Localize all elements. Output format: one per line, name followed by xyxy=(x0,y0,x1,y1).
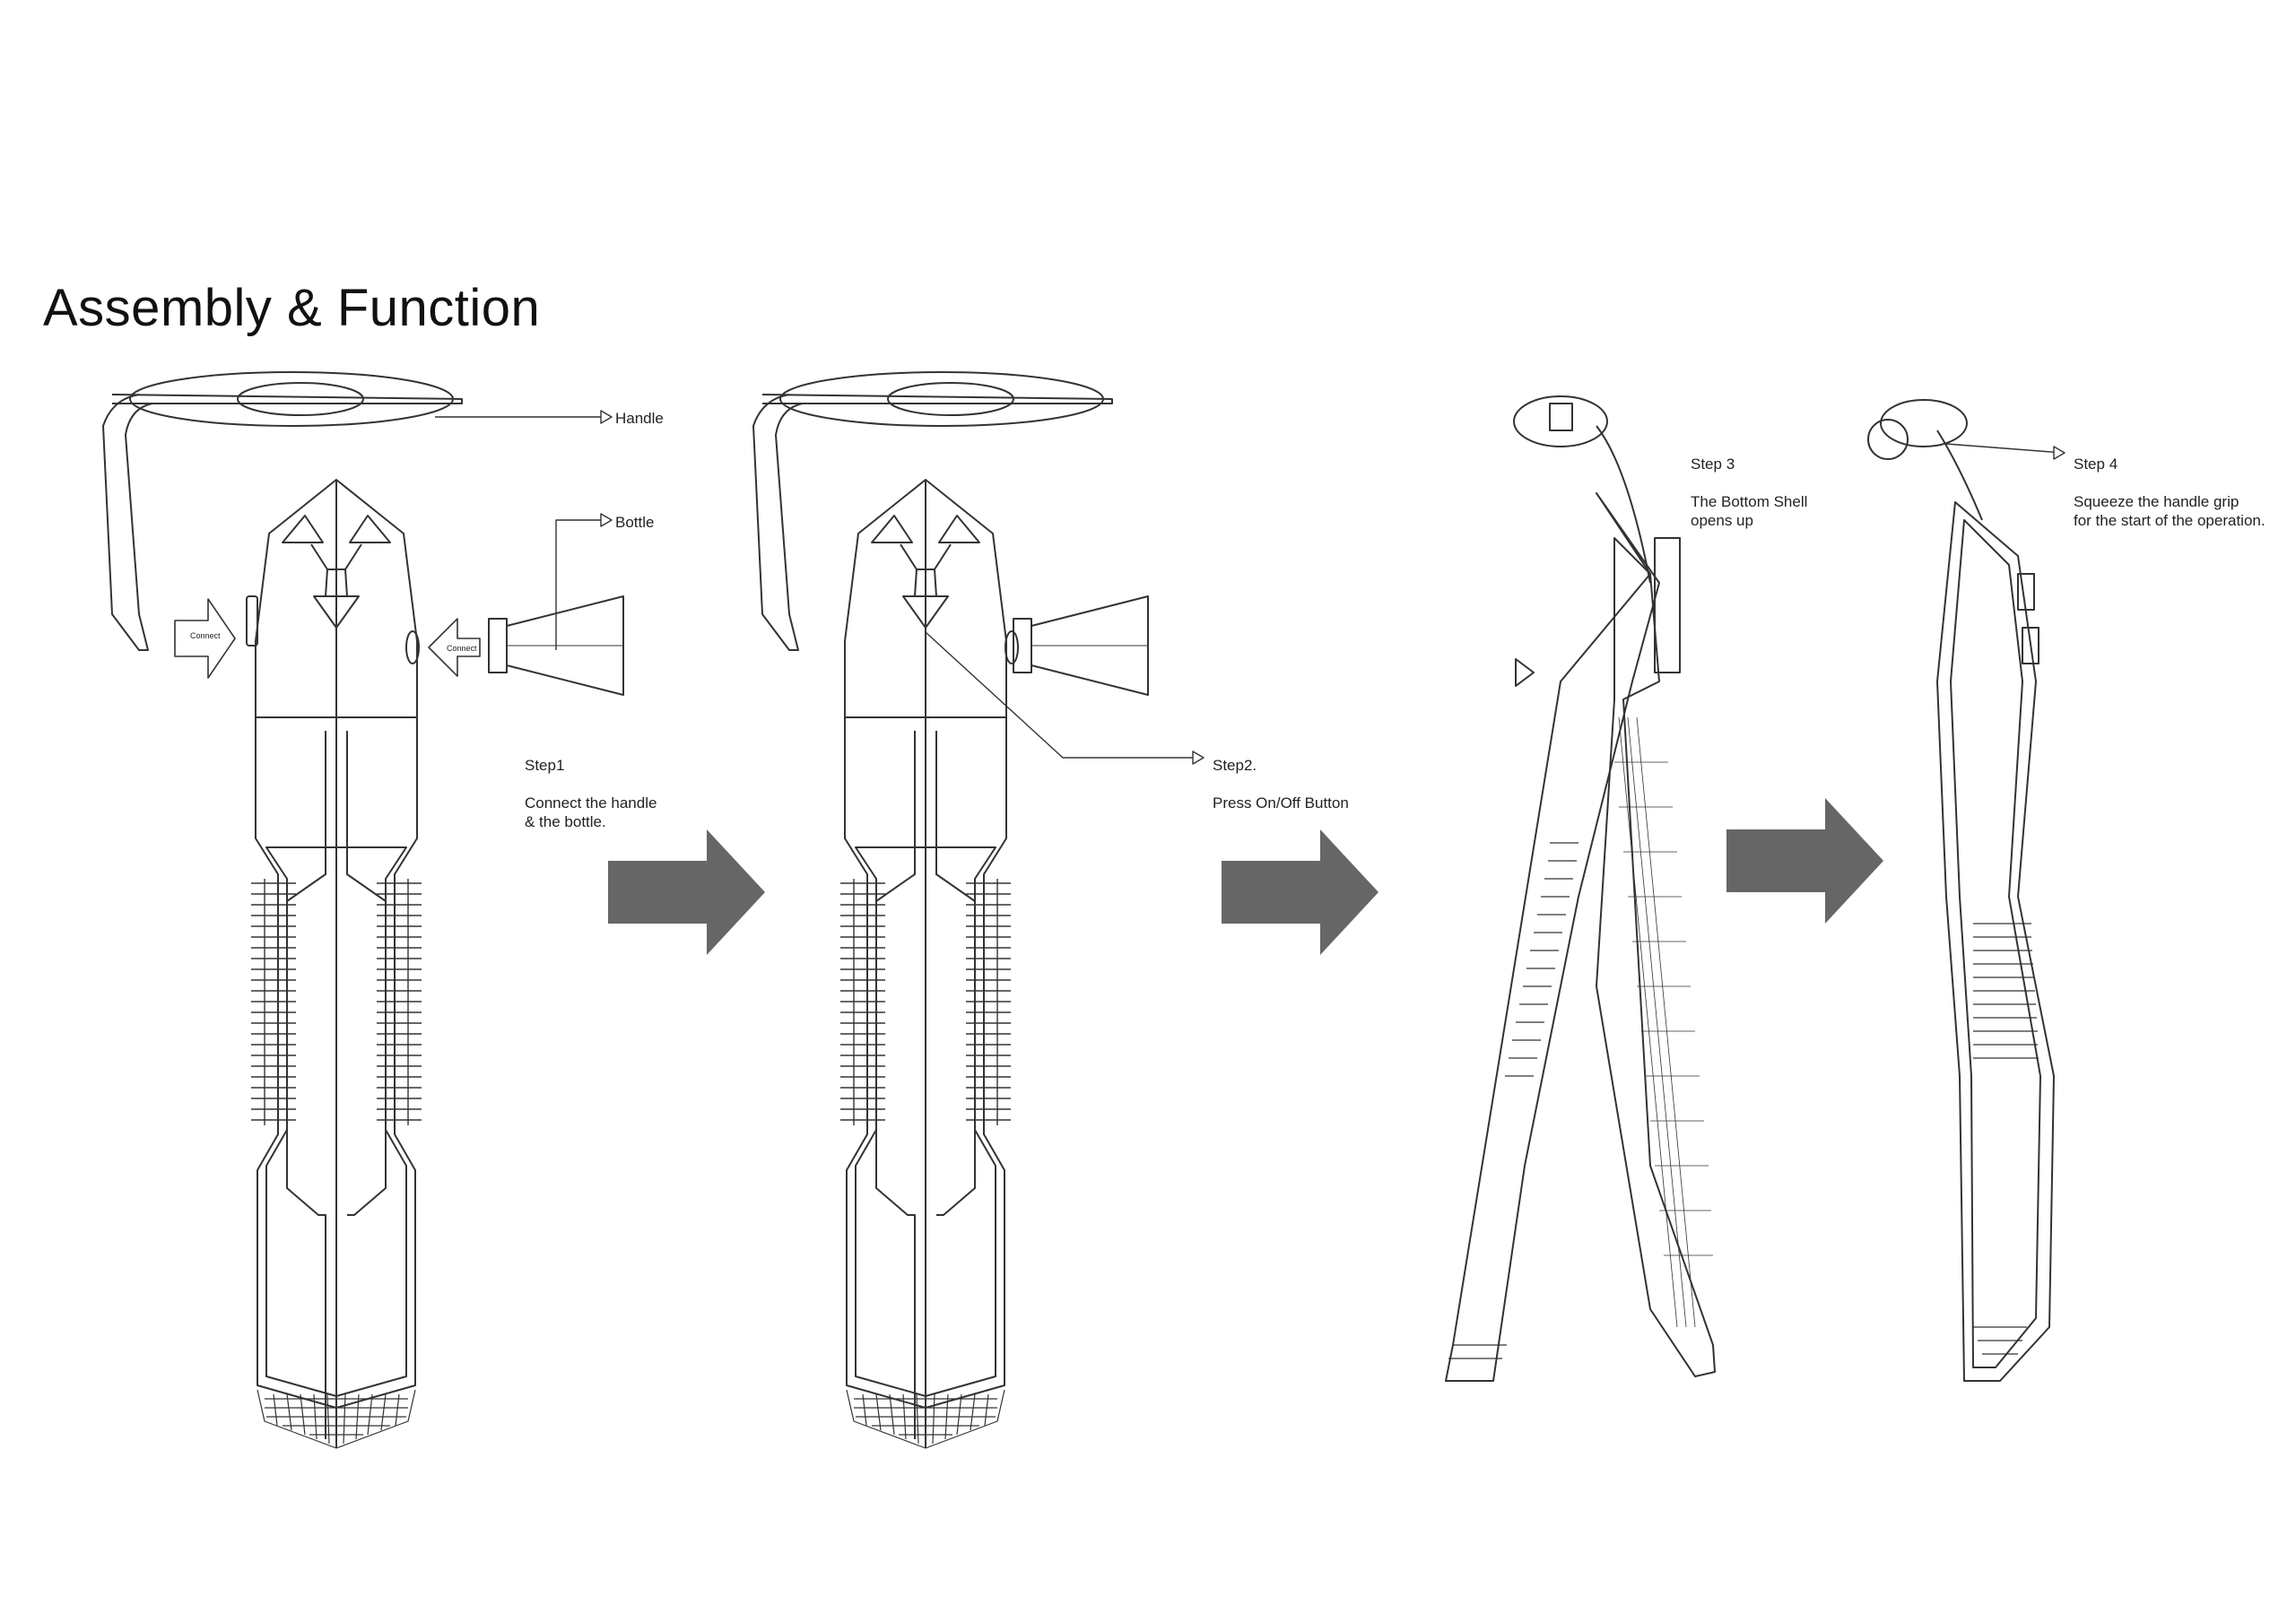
step4-label: Step 4 Squeeze the handle grip for the s… xyxy=(2074,436,2266,549)
connect-arrow-icon xyxy=(174,598,236,679)
pointer-arrow-icon xyxy=(2053,446,2066,460)
connect-label: Connect xyxy=(447,644,477,653)
step1-text: Connect the handle & the bottle. xyxy=(525,794,657,830)
step3-text: The Bottom Shell opens up xyxy=(1691,493,1808,529)
connect-label: Connect xyxy=(190,631,221,640)
right-arrow-icon xyxy=(1221,829,1379,956)
step3-title: Step 3 xyxy=(1691,456,1735,473)
step2-label: Step2. Press On/Off Button xyxy=(1213,737,1349,831)
figure-step1 xyxy=(102,371,624,1449)
step3-label: Step 3 The Bottom Shell opens up xyxy=(1691,436,1807,549)
step2-text: Press On/Off Button xyxy=(1213,794,1349,812)
pointer-arrow-icon xyxy=(1192,751,1205,765)
figure-step4 xyxy=(1867,399,2066,1382)
figure-step2 xyxy=(752,371,1205,1449)
step1-title: Step1 xyxy=(525,757,565,774)
right-arrow-icon xyxy=(1726,797,1884,924)
handle-label: Handle xyxy=(615,410,664,427)
step4-title: Step 4 xyxy=(2074,456,2118,473)
bottle-label: Bottle xyxy=(615,514,655,531)
step2-title: Step2. xyxy=(1213,757,1257,774)
step4-text: Squeeze the handle grip for the start of… xyxy=(2074,493,2266,529)
page-title: Assembly & Function xyxy=(43,279,541,337)
figure-step3 xyxy=(1445,395,1716,1382)
pointer-arrow-icon xyxy=(600,513,613,527)
pointer-arrow-icon xyxy=(600,410,613,424)
connect-arrow-icon xyxy=(428,618,481,677)
step1-label: Step1 Connect the handle & the bottle. xyxy=(525,737,657,850)
